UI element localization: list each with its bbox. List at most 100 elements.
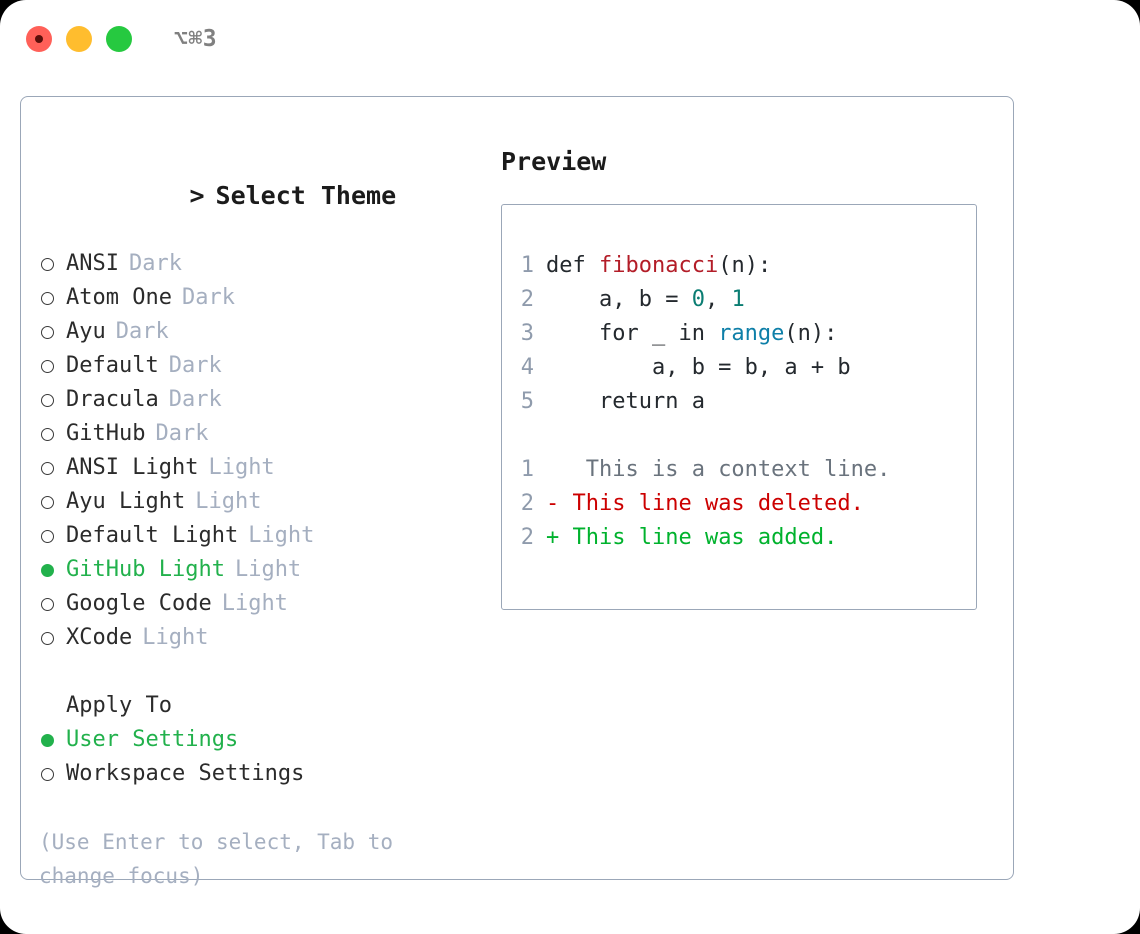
- diff-line-text: This line was deleted.: [559, 491, 864, 516]
- maximize-button[interactable]: [106, 26, 132, 52]
- apply-to-option-label: Workspace Settings: [66, 761, 305, 786]
- code-diff-gap: [502, 419, 976, 453]
- radio-unselected-icon: [39, 247, 66, 281]
- code-line-content: a, b = b, a + b: [546, 351, 851, 385]
- theme-variant-tag: Light: [234, 557, 302, 582]
- code-token-num: 0: [691, 287, 705, 312]
- radio-unselected-icon: [39, 587, 66, 621]
- code-line: 2 a, b = 0, 1: [502, 283, 976, 317]
- apply-to-header: Apply To: [66, 693, 172, 718]
- apply-to-option-workspace-settings[interactable]: Workspace Settings: [39, 757, 501, 791]
- theme-variant-tag: Light: [142, 625, 209, 650]
- theme-option-label: ANSI: [66, 251, 119, 276]
- minimize-button[interactable]: [66, 26, 92, 52]
- code-line: 1 def fibonacci(n):: [502, 249, 976, 283]
- diff-line-number: 2: [520, 491, 534, 516]
- radio-unselected-icon: [39, 383, 66, 417]
- theme-option-label: XCode: [66, 625, 133, 650]
- select-theme-label: Select Theme: [215, 181, 397, 210]
- apply-to-option-user-settings[interactable]: User Settings: [39, 723, 501, 757]
- radio-unselected-icon: [39, 621, 66, 655]
- theme-option-label: Atom One: [66, 285, 172, 310]
- diff-line-add: 2 + This line was added.: [502, 521, 976, 555]
- code-line-number: 5: [520, 389, 534, 414]
- traffic-lights: [26, 26, 132, 52]
- theme-option-label: Default Light: [66, 523, 239, 548]
- radio-selected-icon: [39, 553, 66, 587]
- theme-option-atom-one[interactable]: Atom One Dark: [39, 281, 501, 315]
- diff-line-text: This is a context line.: [559, 457, 891, 482]
- theme-variant-tag: Light: [195, 489, 262, 514]
- code-line-number: 1: [520, 253, 534, 278]
- radio-selected-icon: [39, 723, 66, 757]
- theme-option-label: GitHub Light: [66, 557, 225, 582]
- code-token-plain: (n):: [784, 321, 838, 346]
- code-token-num: 1: [731, 287, 745, 312]
- code-token-plain: a, b =: [546, 287, 692, 312]
- code-token-call: range: [718, 321, 785, 346]
- theme-option-default-light[interactable]: Default Light Light: [39, 519, 501, 553]
- theme-variant-tag: Dark: [181, 285, 235, 310]
- diff-line-del: 2- This line was deleted.: [502, 487, 976, 521]
- theme-variant-tag: Light: [221, 591, 288, 616]
- theme-option-github[interactable]: GitHub Dark: [39, 417, 501, 451]
- diff-line-number: 2: [520, 525, 534, 550]
- theme-option-label: Ayu Light: [66, 489, 186, 514]
- diff-marker-icon: +: [546, 525, 560, 550]
- close-button[interactable]: [26, 26, 52, 52]
- theme-variant-tag: Dark: [168, 353, 222, 378]
- preview-title: Preview: [501, 147, 607, 176]
- theme-variant-tag: Dark: [168, 387, 222, 412]
- title-bar: ⌥⌘3: [0, 0, 1140, 78]
- theme-option-label: ANSI Light: [66, 455, 199, 480]
- code-line-content: for _ in range(n):: [546, 317, 837, 351]
- diff-line-text: This line was added.: [559, 525, 838, 550]
- code-line-number: 2: [520, 287, 534, 312]
- diff-line-number: 1: [520, 457, 534, 482]
- code-token-plain: for _ in: [546, 321, 719, 346]
- radio-unselected-icon: [39, 417, 66, 451]
- theme-variant-tag: Dark: [115, 319, 169, 344]
- theme-option-google-code[interactable]: Google Code Light: [39, 587, 501, 621]
- code-token-plain: def: [546, 253, 599, 278]
- theme-option-ayu-light[interactable]: Ayu Light Light: [39, 485, 501, 519]
- code-token-plain: (n):: [718, 253, 772, 278]
- list-spacer: [39, 655, 501, 689]
- diff-block: 1 This is a context line.2- This line wa…: [502, 453, 976, 555]
- code-line-content: a, b = 0, 1: [546, 283, 745, 317]
- radio-unselected-icon: [39, 519, 66, 553]
- diff-marker-icon: [546, 453, 559, 487]
- code-line-content: def fibonacci(n):: [546, 249, 771, 283]
- radio-unselected-icon: [39, 315, 66, 349]
- theme-variant-tag: Light: [248, 523, 315, 548]
- select-theme-header: >Select Theme: [39, 145, 501, 247]
- record-dot-icon: [35, 35, 43, 43]
- window-title-shortcut: ⌥⌘3: [174, 26, 218, 52]
- theme-option-github-light[interactable]: GitHub Light Light: [39, 553, 501, 587]
- radio-unselected-icon: [39, 451, 66, 485]
- theme-variant-tag: Dark: [128, 251, 182, 276]
- code-line-number: 4: [520, 355, 534, 380]
- theme-option-label: GitHub: [66, 421, 146, 446]
- code-token-plain: a, b = b, a + b: [546, 355, 851, 380]
- code-line: 4 a, b = b, a + b: [502, 351, 976, 385]
- code-token-plain: ,: [704, 287, 732, 312]
- theme-option-ansi[interactable]: ANSI Dark: [39, 247, 501, 281]
- theme-variant-tag: Dark: [155, 421, 209, 446]
- diff-line-ctx: 1 This is a context line.: [502, 453, 976, 487]
- theme-option-xcode[interactable]: XCode Light: [39, 621, 501, 655]
- radio-unselected-icon: [39, 485, 66, 519]
- theme-option-label: Google Code: [66, 591, 212, 616]
- code-line: 3 for _ in range(n):: [502, 317, 976, 351]
